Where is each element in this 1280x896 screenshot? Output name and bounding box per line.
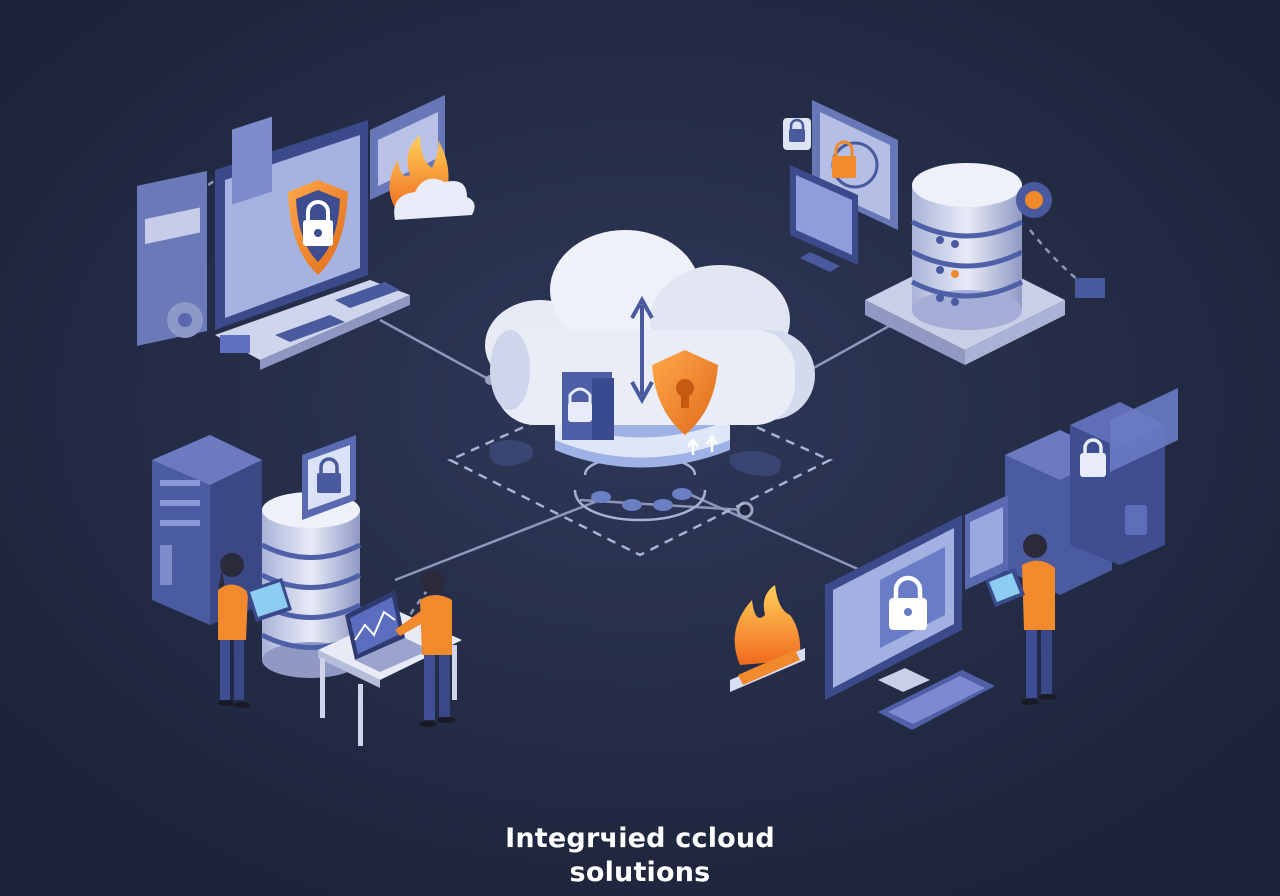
lock-icon — [889, 575, 927, 630]
person-icon — [218, 553, 250, 708]
keyboard-icon — [878, 670, 995, 730]
fire-icon — [730, 585, 805, 692]
lock-icon — [832, 140, 856, 178]
laptop-icon — [345, 590, 430, 672]
arrow-up-icon — [686, 434, 719, 455]
datacenter-bottom-left — [152, 435, 462, 746]
shield-icon — [652, 350, 718, 435]
gear-icon — [1016, 182, 1052, 218]
caption-line-2: solutions — [569, 857, 711, 888]
database-icon — [910, 163, 1024, 330]
lock-icon — [783, 118, 811, 150]
lock-icon — [302, 435, 356, 520]
workstation-top-left — [137, 95, 475, 370]
lock-icon — [1080, 438, 1106, 477]
server-icon — [152, 435, 262, 625]
node-dot — [736, 501, 754, 519]
server-icon — [562, 372, 614, 440]
tablet-icon — [246, 578, 292, 622]
gear-icon — [167, 302, 203, 338]
cloud-platform — [447, 373, 833, 557]
caption: Integrчied ccloud solutions — [0, 822, 1280, 890]
cloud-icon — [485, 230, 815, 468]
lock-icon — [303, 200, 333, 246]
security-station-bottom-right — [730, 388, 1178, 730]
person-icon — [1021, 534, 1057, 705]
tablet-icon — [985, 568, 1025, 607]
arrow-up-down-icon — [630, 295, 654, 405]
person-icon — [395, 570, 455, 727]
database-top-right — [783, 100, 1105, 365]
caption-line-1: Integrчied ccloud — [505, 823, 775, 854]
